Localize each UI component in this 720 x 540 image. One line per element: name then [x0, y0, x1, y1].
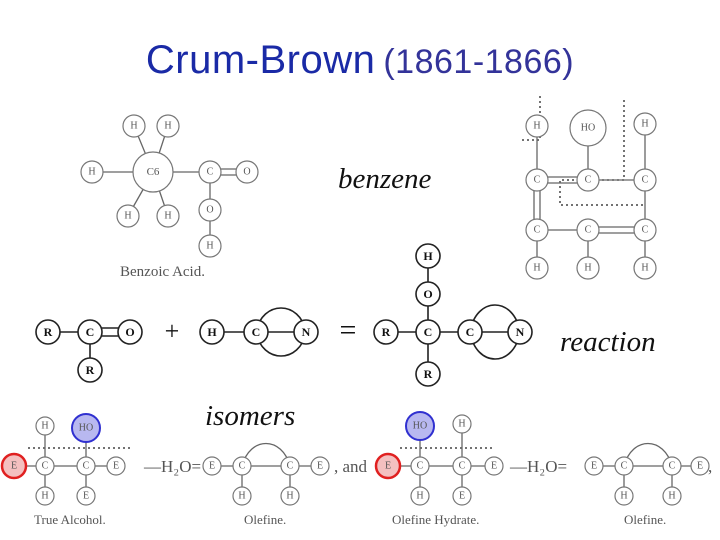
- atom-c: C: [585, 225, 592, 236]
- c6-label: C6: [147, 166, 160, 178]
- isomer-row: H HO E C C E H E True Alcohol. —H₂O= E C…: [0, 411, 712, 527]
- atom-e: E: [697, 461, 703, 472]
- atom-n: N: [516, 325, 525, 339]
- atom-r: R: [424, 367, 433, 381]
- atom-c: C: [42, 461, 49, 472]
- plus-sign: +: [165, 317, 180, 346]
- atom-h: H: [164, 211, 171, 222]
- atom-h: H: [533, 263, 540, 274]
- atom-ho: HO: [79, 423, 93, 434]
- atom-c: C: [86, 325, 95, 339]
- atom-e: E: [385, 461, 391, 472]
- atom-h: H: [286, 491, 293, 502]
- atom-c: C: [239, 461, 246, 472]
- c6-atom: [132, 151, 174, 193]
- atom-c: C: [534, 175, 541, 186]
- atom-h: H: [206, 241, 213, 252]
- highlight-ho-blue: [71, 413, 101, 443]
- atom-e: E: [113, 461, 119, 472]
- benzene-fragment-structure: H HO H C C C C C C H H H: [520, 96, 657, 280]
- atom-h: H: [668, 491, 675, 502]
- atom-c: C: [424, 325, 433, 339]
- true-alcohol-caption: True Alcohol.: [34, 512, 106, 527]
- atom-h: H: [533, 121, 540, 132]
- atom-h: H: [41, 421, 48, 432]
- reaction-equation: R C O R + H C N = H O R C C N R: [35, 243, 533, 387]
- atom-c: C: [669, 461, 676, 472]
- atom-c: C: [534, 225, 541, 236]
- atom-h: H: [130, 121, 137, 132]
- atom-e: E: [317, 461, 323, 472]
- title-name: Crum-Brown: [145, 38, 376, 82]
- atom-h: H: [641, 263, 648, 274]
- minus-water-2: —H₂O=: [509, 457, 567, 476]
- atom-e: E: [491, 461, 497, 472]
- atom-h: H: [88, 167, 95, 178]
- atom-c: C: [207, 167, 214, 178]
- highlight-e-red-2: [374, 452, 402, 480]
- atom-o: O: [243, 167, 250, 178]
- slide-title: Crum-Brown(1861-1866): [0, 38, 720, 83]
- atom-h: H: [416, 491, 423, 502]
- atom-ho: HO: [413, 421, 427, 432]
- atom-c: C: [287, 461, 294, 472]
- atom-h: H: [423, 249, 433, 263]
- minus-water-1: —H₂O=: [143, 457, 201, 476]
- atom-o: O: [206, 205, 213, 216]
- atom-e: E: [209, 461, 215, 472]
- atom-c: C: [642, 225, 649, 236]
- equals-sign: =: [340, 314, 357, 347]
- atom-c: C: [621, 461, 628, 472]
- isomers-label: isomers: [205, 400, 296, 432]
- atom-e: E: [591, 461, 597, 472]
- atom-c: C: [417, 461, 424, 472]
- atom-n: N: [302, 325, 311, 339]
- olefine-caption-2: Olefine.: [624, 512, 666, 527]
- atom-h: H: [238, 491, 245, 502]
- atom-r: R: [382, 325, 391, 339]
- atom-h: H: [620, 491, 627, 502]
- reaction-label: reaction: [560, 326, 656, 358]
- atom-e: E: [83, 491, 89, 502]
- atom-c: C: [642, 175, 649, 186]
- atom-h: H: [458, 419, 465, 430]
- atom-h: H: [124, 211, 131, 222]
- atom-ho: HO: [581, 123, 595, 134]
- highlight-ho-blue-2: [405, 411, 435, 441]
- benzoic-acid-structure: C6 H H H H H C O O H Benzoic Acid.: [80, 114, 259, 280]
- atom-o: O: [423, 287, 432, 301]
- atom-c: C: [466, 325, 475, 339]
- atom-o: O: [125, 325, 134, 339]
- trailing-comma: ,: [708, 457, 712, 476]
- title-years: (1861-1866): [383, 43, 575, 81]
- atom-c: C: [83, 461, 90, 472]
- atom-r: R: [44, 325, 53, 339]
- atom-e: E: [459, 491, 465, 502]
- and-text: , and: [334, 457, 368, 476]
- atom-h: H: [584, 263, 591, 274]
- atom-c: C: [585, 175, 592, 186]
- atom-h: H: [641, 119, 648, 130]
- atom-c: C: [252, 325, 261, 339]
- atom-c: C: [459, 461, 466, 472]
- highlight-e-red: [0, 452, 28, 480]
- benzene-label: benzene: [338, 163, 432, 195]
- olefine-caption: Olefine.: [244, 512, 286, 527]
- benzoic-acid-caption: Benzoic Acid.: [120, 264, 205, 280]
- atom-e: E: [11, 461, 17, 472]
- atom-h: H: [207, 325, 217, 339]
- olefine-hydrate-caption: Olefine Hydrate.: [392, 512, 479, 527]
- atom-r: R: [86, 363, 95, 377]
- atom-h: H: [41, 491, 48, 502]
- atom-h: H: [164, 121, 171, 132]
